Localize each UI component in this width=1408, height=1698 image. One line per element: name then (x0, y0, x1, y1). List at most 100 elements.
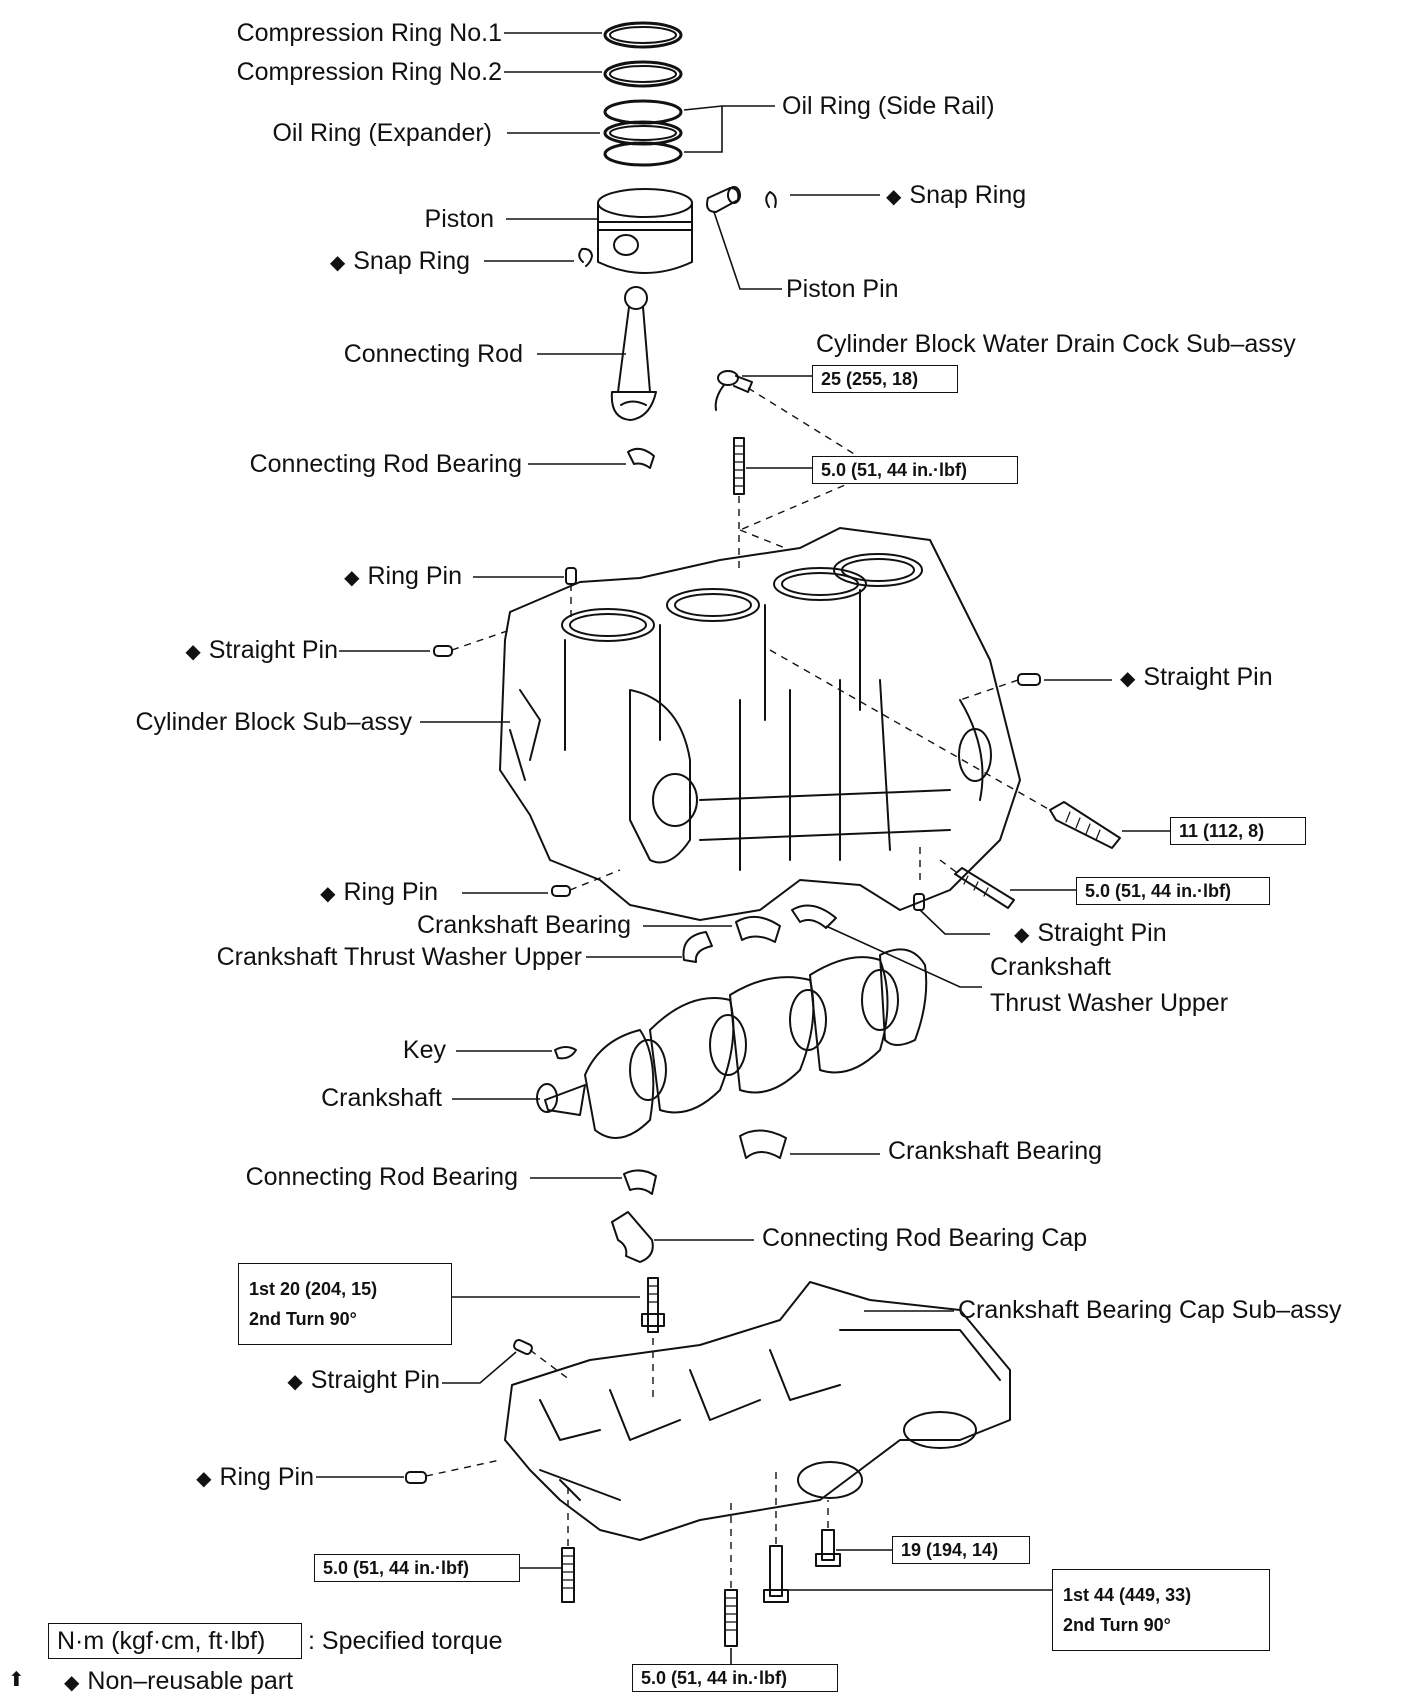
straight-pin-left-drawing (433, 645, 453, 657)
key-drawing (554, 1046, 577, 1060)
label-text: Straight Pin (310, 1366, 440, 1394)
torque-bolt-19: 19 (194, 14) (892, 1536, 1030, 1564)
label-snap-ring-left: ◆ Snap Ring (330, 246, 470, 278)
diamond-icon: ◆ (185, 641, 201, 663)
snap-ring-left-drawing (578, 247, 593, 267)
diamond-icon: ◆ (886, 186, 902, 208)
label-thrust-washer-right-line1: Crankshaft (990, 953, 1111, 981)
snap-ring-right-drawing (765, 191, 777, 208)
label-piston: Piston (424, 205, 494, 233)
crank-bearing-lower-drawing (739, 1129, 787, 1159)
stud-top-drawing (733, 437, 745, 495)
diamond-icon: ◆ (344, 567, 360, 589)
connecting-rod-drawing (610, 286, 657, 421)
torque-main-bolt: 1st 44 (449, 33) 2nd Turn 90° (1052, 1569, 1270, 1651)
label-text: Ring Pin (367, 562, 463, 590)
bolt-11-drawing (1049, 801, 1121, 849)
label-text: Snap Ring (909, 181, 1027, 209)
label-straight-pin-right: ◆ Straight Pin (1120, 662, 1273, 694)
label-conn-rod-bearing-lower: Connecting Rod Bearing (245, 1163, 518, 1191)
label-piston-pin: Piston Pin (786, 275, 899, 303)
thrust-washer-right-drawing (791, 904, 837, 929)
leader-lines (316, 32, 1170, 1672)
label-text: Non–reusable part (87, 1667, 294, 1695)
torque-bolt-11: 11 (112, 8) (1170, 817, 1306, 845)
diamond-icon: ◆ (329, 252, 346, 274)
stud-right-drawing (954, 867, 1015, 909)
label-connecting-rod: Connecting Rod (343, 340, 523, 368)
torque-drain-cock: 25 (255, 18) (812, 365, 958, 393)
label-thrust-washer-right-line2: Thrust Washer Upper (990, 989, 1229, 1017)
stud-bottom-drawing (724, 1589, 738, 1647)
legend-nonreusable: ◆ Non–reusable part (64, 1666, 293, 1698)
legend-torque-desc: : Specified torque (308, 1627, 503, 1655)
assembly-lines (425, 387, 1051, 1588)
diamond-icon: ◆ (196, 1468, 212, 1490)
label-ring-pin-top: ◆ Ring Pin (344, 561, 462, 593)
piston-pin-drawing (706, 186, 741, 213)
torque-line: 1st 44 (449, 33) (1063, 1585, 1192, 1605)
label-text: Snap Ring (353, 247, 470, 275)
bolt-19-drawing (815, 1529, 841, 1567)
label-text: Ring Pin (343, 878, 439, 906)
label-compression-ring-1: Compression Ring No.1 (236, 19, 502, 47)
ring-pin-top-drawing (565, 567, 577, 585)
label-thrust-washer-left: Crankshaft Thrust Washer Upper (216, 943, 582, 971)
label-crank-bearing-lower: Crankshaft Bearing (888, 1137, 1103, 1165)
diamond-icon: ◆ (64, 1672, 80, 1694)
straight-pin-right-drawing (1017, 673, 1041, 686)
label-compression-ring-2: Compression Ring No.2 (236, 58, 502, 86)
label-ring-pin-mid: ◆ Ring Pin (320, 877, 438, 909)
torque-stud-bottom-left: 5.0 (51, 44 in.·lbf) (314, 1554, 520, 1582)
corner-mark-icon: ⬆ (8, 1669, 25, 1691)
thrust-washer-left-drawing (682, 931, 713, 963)
label-text: Straight Pin (1037, 919, 1167, 947)
label-straight-pin-bottom: ◆ Straight Pin (287, 1365, 440, 1397)
ring-pin-bottom-drawing (405, 1471, 427, 1484)
label-snap-ring-right: ◆ Snap Ring (886, 180, 1026, 212)
cap-bolt-drawing (641, 1277, 665, 1333)
label-cylinder-block: Cylinder Block Sub–assy (135, 708, 412, 736)
conn-rod-bearing-lower-drawing (623, 1169, 657, 1195)
straight-pin-low-drawing (913, 893, 925, 911)
label-ring-pin-bottom: ◆Ring Pin (196, 1462, 314, 1494)
torque-line: 2nd Turn 90° (249, 1309, 357, 1329)
torque-cap-bolt: 1st 20 (204, 15) 2nd Turn 90° (238, 1263, 452, 1345)
torque-stud-right: 5.0 (51, 44 in.·lbf) (1076, 877, 1270, 905)
torque-line: 1st 20 (204, 15) (249, 1279, 378, 1299)
piston-drawing (597, 188, 693, 274)
conn-rod-bearing-upper-drawing (627, 447, 655, 469)
bearing-cap-sub-assy-drawing (504, 1281, 1011, 1541)
label-straight-pin-low: ◆Straight Pin (1014, 918, 1167, 950)
crankshaft-drawing (536, 948, 928, 1139)
diamond-icon: ◆ (320, 883, 336, 905)
diamond-icon: ◆ (287, 1371, 303, 1393)
torque-line: 2nd Turn 90° (1063, 1615, 1171, 1635)
label-crankshaft: Crankshaft (321, 1084, 442, 1112)
label-conn-rod-cap: Connecting Rod Bearing Cap (762, 1224, 1088, 1252)
label-text: Straight Pin (1143, 663, 1273, 691)
conn-rod-cap-drawing (611, 1211, 654, 1263)
compression-ring-1 (603, 21, 683, 49)
cylinder-block-drawing (499, 527, 1021, 921)
label-key: Key (402, 1036, 446, 1064)
drain-cock-drawing (714, 370, 753, 411)
label-oil-ring-expander: Oil Ring (Expander) (272, 119, 492, 147)
legend-torque-unit-box: N·m (kgf·cm, ft·lbf) (48, 1623, 302, 1659)
label-text: Straight Pin (208, 636, 338, 664)
label-crank-bearing-upper: Crankshaft Bearing (416, 911, 631, 939)
crank-bearing-upper-drawing (735, 915, 781, 943)
ring-pin-mid-drawing (551, 885, 571, 897)
label-drain-cock: Cylinder Block Water Drain Cock Sub–assy (816, 330, 1296, 358)
stud-bottom-left-drawing (561, 1547, 575, 1603)
compression-ring-2 (603, 60, 683, 88)
diamond-icon: ◆ (1120, 668, 1136, 690)
label-straight-pin-left: ◆ Straight Pin (185, 635, 338, 667)
torque-stud-top: 5.0 (51, 44 in.·lbf) (812, 456, 1018, 484)
label-bearing-cap-sub-assy: Crankshaft Bearing Cap Sub–assy (958, 1296, 1342, 1324)
main-bolt-drawing (763, 1545, 789, 1603)
oil-ring-assembly (603, 99, 683, 167)
label-oil-ring-side-rail: Oil Ring (Side Rail) (782, 92, 995, 120)
